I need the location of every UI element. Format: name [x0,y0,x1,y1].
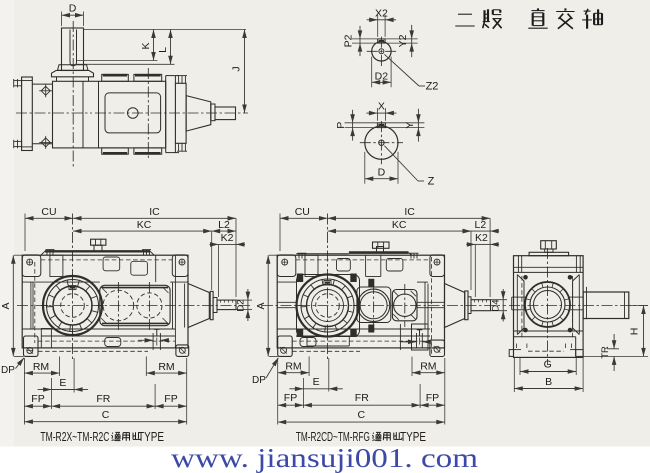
svg-text:KC: KC [392,219,407,231]
svg-text:RM: RM [420,360,436,372]
svg-text:Y: Y [404,122,416,129]
svg-text:FR: FR [96,393,110,405]
svg-text:K: K [140,42,152,49]
svg-text:TYPE: TYPE [138,430,164,444]
svg-text:D: D [69,3,77,15]
svg-text:DP: DP [252,375,266,386]
svg-text:L2: L2 [475,219,487,231]
svg-text:CU: CU [41,206,56,218]
svg-text:TM-R2CD~TM-RFG: TM-R2CD~TM-RFG [296,430,370,444]
svg-text:H: H [629,328,641,336]
svg-text:Z: Z [428,176,435,188]
svg-text:L2: L2 [218,219,230,231]
svg-text:D2: D2 [375,70,389,82]
svg-text:J: J [230,66,242,71]
svg-text:X2: X2 [375,7,388,19]
svg-text:P2: P2 [343,34,355,47]
svg-text:B: B [545,376,552,388]
svg-text:IC: IC [149,206,160,218]
svg-text:TR: TR [600,346,611,359]
svg-text:TYPE: TYPE [400,430,426,444]
svg-text:TM-R2X~TM-R2C: TM-R2X~TM-R2C [40,430,109,444]
svg-text:KC: KC [137,219,152,231]
svg-text:D: D [378,167,386,179]
svg-text:RM: RM [158,361,174,373]
svg-text:FP: FP [426,392,439,404]
svg-text:FP: FP [284,392,297,404]
svg-text:C: C [102,409,110,421]
svg-text:E: E [313,376,320,388]
svg-text:www. jiansuji001. com: www. jiansuji001. com [171,443,478,473]
svg-text:K2: K2 [475,232,488,244]
svg-text:FR: FR [355,392,369,404]
svg-text:RM: RM [33,361,49,373]
svg-text:T: T [154,328,160,339]
svg-text:T: T [416,329,422,340]
svg-text:L: L [157,47,169,53]
svg-text:E: E [59,377,66,389]
svg-text:P: P [335,122,347,129]
svg-text:X: X [378,101,385,113]
svg-text:A: A [255,302,267,309]
svg-text:FP: FP [164,393,177,405]
svg-text:DP: DP [1,365,15,376]
svg-text:G: G [544,359,552,371]
svg-text:IC: IC [404,206,415,218]
svg-text:FP: FP [31,393,44,405]
svg-text:Z2: Z2 [426,81,439,93]
svg-text:C: C [358,409,366,421]
svg-text:D4: D4 [491,299,502,311]
svg-text:A: A [0,302,12,309]
svg-text:D2: D2 [235,299,246,311]
svg-text:CU: CU [295,206,310,218]
svg-text:K2: K2 [221,232,234,244]
svg-text:RM: RM [285,360,301,372]
svg-text:Y2: Y2 [397,34,409,47]
